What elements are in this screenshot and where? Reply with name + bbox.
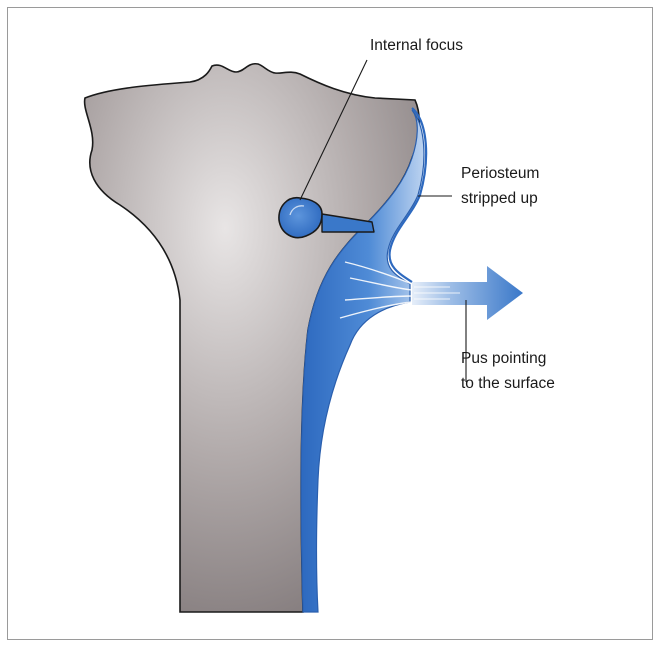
label-internal-focus: Internal focus [370,37,463,54]
label-pus-line2: to the surface [461,375,555,392]
bone-shape [85,64,420,612]
label-pus-line1: Pus pointing [461,350,546,367]
label-periosteum-line1: Periosteum [461,165,539,182]
label-periosteum-line2: stripped up [461,190,538,207]
